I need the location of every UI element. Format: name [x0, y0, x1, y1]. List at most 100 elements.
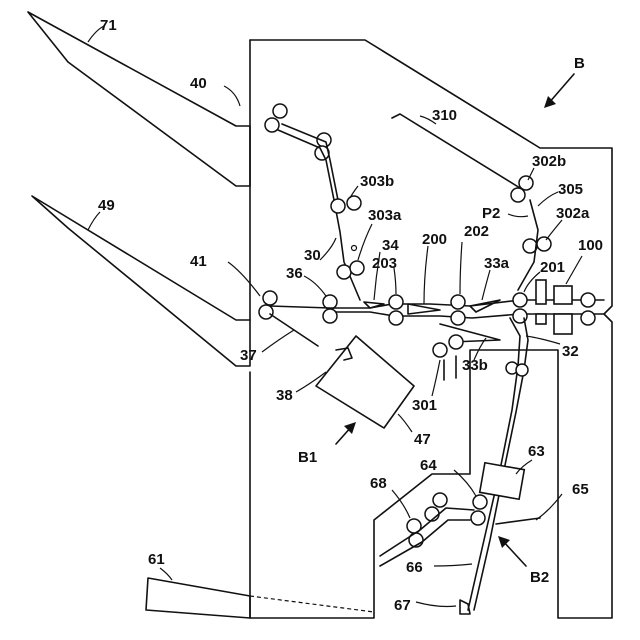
label-B1: B1 [298, 449, 317, 466]
label-201: 201 [540, 259, 565, 276]
label-305: 305 [558, 181, 583, 198]
upper-tray-71 [28, 12, 250, 186]
label-303a: 303a [368, 207, 402, 224]
roller-203a [389, 295, 403, 309]
label-64: 64 [420, 457, 437, 474]
leader-200 [424, 246, 428, 304]
bottom-tray-61 [146, 578, 250, 618]
leader-67 [416, 602, 456, 607]
label-68: 68 [370, 475, 387, 492]
leader-32 [526, 336, 560, 344]
roller-36b [323, 309, 337, 323]
label-38: 38 [276, 387, 293, 404]
label-40: 40 [190, 75, 207, 92]
label-302b: 302b [532, 153, 566, 170]
roller-201a [513, 293, 527, 307]
roller-303a-b [350, 261, 364, 275]
roller-202a [451, 295, 465, 309]
roller-203b [389, 311, 403, 325]
leader-49 [88, 212, 100, 230]
label-203: 203 [372, 255, 397, 272]
leader-37 [262, 330, 294, 352]
label-41: 41 [190, 253, 207, 270]
label-30: 30 [304, 247, 321, 264]
label-47: 47 [414, 431, 431, 448]
path-65 [496, 518, 540, 524]
roller-36a [323, 295, 337, 309]
label-301: 301 [412, 397, 437, 414]
roller-32b [516, 364, 528, 376]
label-32: 32 [562, 343, 579, 360]
leader-P2 [508, 214, 528, 217]
roller-68a [433, 493, 447, 507]
label-33b: 33b [462, 357, 488, 374]
leader-301 [432, 360, 440, 396]
leader-36 [304, 276, 326, 296]
flap-200 [408, 304, 440, 314]
roller-41b [259, 305, 273, 319]
roller-302b-b [519, 176, 533, 190]
leader-41 [228, 262, 260, 296]
label-61: 61 [148, 551, 165, 568]
roller-202b [451, 311, 465, 325]
roller-301b [449, 335, 463, 349]
roller-64a [473, 495, 487, 509]
roller-64b [471, 511, 485, 525]
leader-47 [398, 414, 412, 432]
label-66: 66 [406, 559, 423, 576]
label-71: 71 [100, 17, 117, 34]
unit-100-block-a [536, 280, 546, 304]
roller-41a [263, 291, 277, 305]
roller-40b [265, 118, 279, 132]
label-100: 100 [578, 237, 603, 254]
stop-67 [460, 600, 470, 614]
roller-301a [433, 343, 447, 357]
roller-303a-a [337, 265, 351, 279]
flap-34 [364, 302, 384, 308]
label-200: 200 [422, 231, 447, 248]
label-36: 36 [286, 265, 303, 282]
leader-66 [434, 564, 472, 566]
leader-30 [320, 238, 336, 260]
leader-303a [358, 224, 372, 260]
cover-line-310 [392, 114, 520, 188]
small-guide-dot [352, 246, 357, 251]
roller-100a [581, 293, 595, 307]
label-202: 202 [464, 223, 489, 240]
label-49: 49 [98, 197, 115, 214]
unit-100-block-c [536, 314, 546, 324]
label-65: 65 [572, 481, 589, 498]
tray-61-dashed-line [250, 596, 374, 612]
middle-tray-49 [32, 196, 250, 366]
label-34: 34 [382, 237, 399, 254]
path-68b [380, 520, 470, 566]
leader-61 [160, 568, 172, 580]
leader-100 [566, 256, 582, 284]
leader-33a [482, 270, 490, 300]
stacker-47 [316, 336, 414, 428]
label-303b: 303b [360, 173, 394, 190]
roller-303b-b [347, 196, 361, 210]
label-37: 37 [240, 347, 257, 364]
unit-100-block-b [554, 286, 572, 304]
label-67: 67 [394, 597, 411, 614]
roller-303b-a [331, 199, 345, 213]
label-63: 63 [528, 443, 545, 460]
leader-40 [224, 86, 240, 106]
unit-100-block-d [554, 314, 572, 334]
leader-305 [538, 192, 558, 206]
roller-302a-b [537, 237, 551, 251]
arrow-B [548, 74, 574, 104]
roller-100b [581, 311, 595, 325]
label-B2: B2 [530, 569, 549, 586]
label-33a: 33a [484, 255, 510, 272]
roller-40a [273, 104, 287, 118]
label-310: 310 [432, 107, 457, 124]
leader-302a [546, 220, 562, 240]
unit-63 [480, 463, 525, 499]
leader-202 [460, 242, 462, 294]
label-302a: 302a [556, 205, 590, 222]
label-P2: P2 [482, 205, 500, 222]
label-B: B [574, 55, 585, 72]
